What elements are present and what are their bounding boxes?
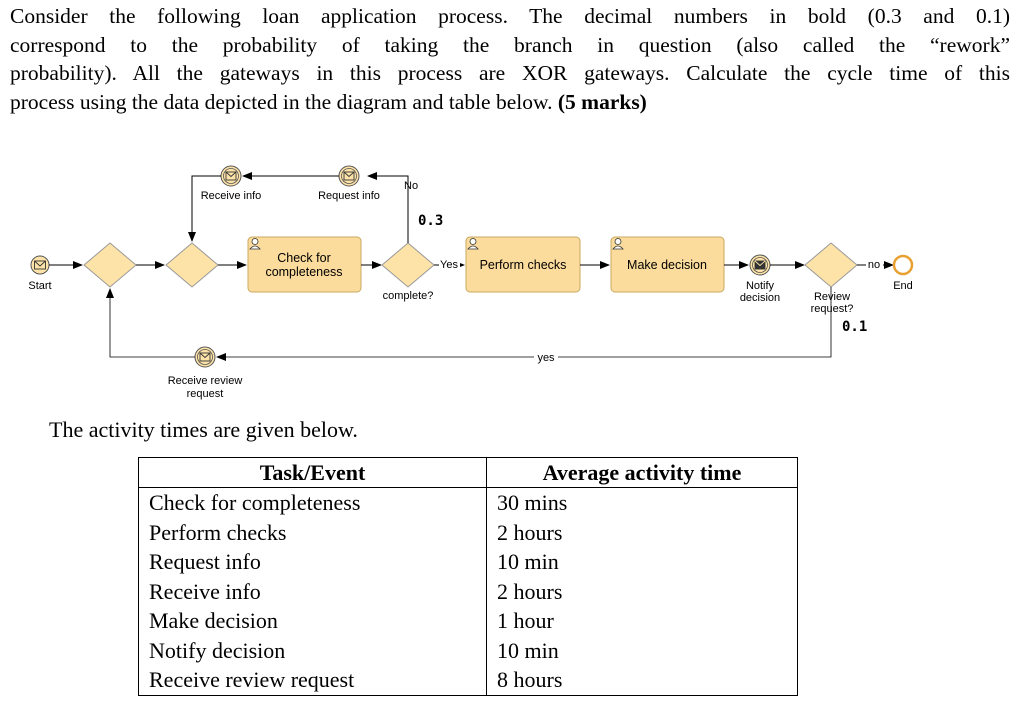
time-cell: 30 mins (486, 487, 798, 518)
event-request-info (338, 165, 360, 187)
envelope-icon (343, 171, 355, 181)
activity-times-intro: The activity times are given below. (49, 417, 358, 442)
task-name-cell: Check for completeness (138, 487, 487, 518)
time-cell: 1 hour (486, 606, 798, 636)
start-event (30, 255, 50, 275)
time-cell: 10 min (486, 635, 798, 665)
end-event (892, 254, 914, 276)
table-row: Check for completeness 30 mins (138, 487, 798, 518)
table-row: Receive review request 8 hours (138, 665, 798, 696)
task-name-cell: Perform checks (138, 517, 487, 547)
notify-label-line1: Notify (746, 280, 775, 292)
yes-label-2-bg (534, 351, 558, 363)
envelope-icon (34, 260, 46, 270)
time-cell: 2 hours (486, 517, 798, 547)
merge-gateway-1 (83, 242, 137, 288)
user-icon (249, 238, 261, 250)
no-label-1: No (404, 180, 418, 192)
receive-info-label: Receive info (201, 190, 262, 202)
prob-review: 0.1 (842, 319, 867, 335)
flow-yes-to-receive-review (216, 287, 832, 361)
prob-rework-info: 0.3 (418, 213, 443, 229)
time-cell: 2 hours (486, 576, 798, 606)
review-gateway (804, 242, 858, 288)
yes-label-2: yes (537, 352, 555, 364)
task-name-cell: Receive info (138, 576, 487, 606)
time-cell: 8 hours (486, 665, 798, 696)
question-text: Consider the following loan application … (10, 2, 1010, 116)
make-decision-label: Make decision (627, 258, 707, 272)
review-label-line2: request? (811, 303, 854, 315)
task-perform-checks: Perform checks (465, 236, 581, 293)
notify-label-line2: decision (740, 292, 780, 304)
header-average-time: Average activity time (486, 457, 798, 488)
task-make-decision: Make decision (610, 236, 725, 293)
envelope-icon (199, 352, 211, 362)
table-header-row: Task/Event Average activity time (138, 457, 798, 488)
task-name-cell: Request info (138, 547, 487, 577)
event-receive-info (220, 165, 242, 187)
header-task-event: Task/Event (138, 457, 487, 488)
bpmn-diagram: Start Check for completeness complete? N… (28, 165, 914, 400)
end-label: End (893, 280, 913, 292)
question-line-2: correspond to the probability of taking … (10, 32, 1010, 57)
task-name-cell: Notify decision (138, 635, 487, 665)
yes-label-bg (439, 259, 460, 270)
table-row: Receive info 2 hours (138, 576, 798, 606)
question-line-3: probability). All the gateways in this p… (10, 61, 1010, 85)
flow-no-to-request-info (367, 172, 409, 243)
flow-receive-info-to-merge2 (188, 175, 221, 242)
flow-receive-review-to-merge1 (106, 288, 195, 358)
task-check-completeness: Check for completeness (247, 236, 362, 293)
check-label-line1: Check for (277, 251, 331, 265)
no-label-2: no (868, 259, 880, 271)
table-row: Notify decision 10 min (138, 635, 798, 665)
perform-checks-label: Perform checks (480, 258, 567, 272)
request-info-label: Request info (318, 190, 380, 202)
complete-gateway (381, 242, 435, 288)
yes-label-1: Yes (440, 259, 458, 271)
review-label-line1: Review (814, 291, 850, 303)
question-line-4-text: process using the data depicted in the d… (10, 89, 558, 114)
start-label: Start (28, 280, 51, 292)
question-line-1: Consider the following loan application … (10, 4, 1010, 28)
user-icon (467, 238, 479, 250)
table-row: Perform checks 2 hours (138, 517, 798, 547)
activity-times-table: Task/Event Average activity time Check f… (138, 457, 798, 696)
check-label-line2: completeness (265, 265, 342, 279)
marks-label: (5 marks) (557, 89, 647, 114)
time-cell: 10 min (486, 547, 798, 577)
task-name-cell: Make decision (138, 606, 487, 636)
table-row: Request info 10 min (138, 547, 798, 577)
user-icon (612, 238, 624, 250)
complete-gateway-label: complete? (383, 290, 434, 302)
envelope-icon (225, 171, 237, 181)
receive-review-label-line1: Receive review (168, 375, 243, 387)
task-name-cell: Receive review request (138, 665, 487, 696)
receive-review-label-line2: request (187, 388, 224, 400)
table-row: Make decision 1 hour (138, 606, 798, 636)
event-notify-decision (749, 254, 771, 276)
event-receive-review-request (194, 346, 216, 368)
merge-gateway-2 (165, 242, 219, 288)
question-line-4: process using the data depicted in the d… (10, 88, 1010, 117)
no-label-bg (866, 259, 883, 270)
